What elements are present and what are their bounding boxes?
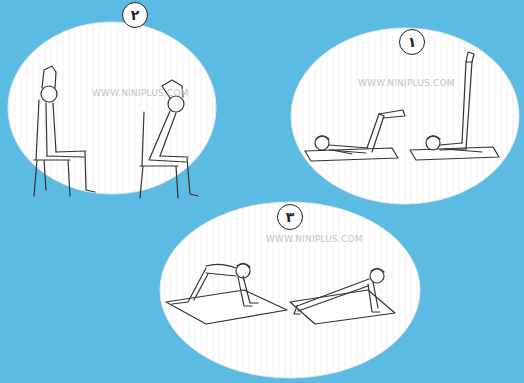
exercise-figure <box>34 66 95 196</box>
watermark: WWW.NINIPLUS.COM <box>358 78 455 88</box>
watermark: WWW.NINIPLUS.COM <box>266 234 363 244</box>
exercise-figure <box>166 263 287 324</box>
exercise-figure <box>410 52 499 160</box>
panel-ellipse <box>291 28 519 204</box>
callout-number: ۲ <box>131 8 140 22</box>
panel-ellipse <box>160 202 420 378</box>
callout-number: ۳ <box>286 210 295 224</box>
callout-number: ۱ <box>408 35 417 49</box>
exercise-figure <box>290 268 395 324</box>
number-badge: ۳ <box>277 204 303 230</box>
exercise-figure <box>305 110 405 161</box>
number-badge: ۲ <box>122 2 148 28</box>
watermark: WWW.NINIPLUS.COM <box>92 88 189 98</box>
number-badge: ۱ <box>399 29 425 55</box>
